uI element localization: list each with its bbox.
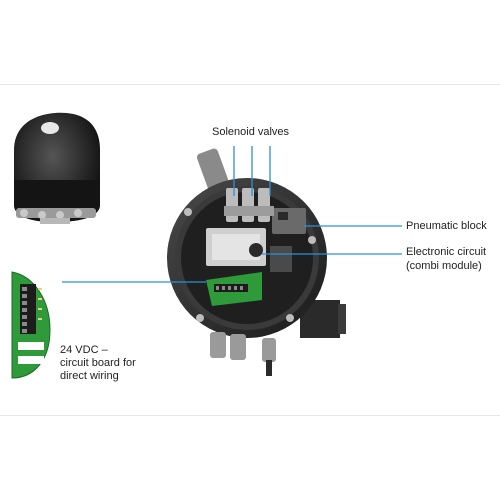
closed-actuator-head-image: [14, 112, 100, 224]
electronic-circuit-label-line1: Electronic circuit: [406, 246, 487, 258]
direct-wiring-circuit-board-image: [11, 271, 51, 379]
pneumatic-block-label: Pneumatic block: [406, 220, 487, 232]
top-divider-line: [0, 84, 500, 85]
bottom-divider-line: [0, 415, 500, 416]
open-actuator-housing-image: [167, 148, 346, 376]
callout-lines: [62, 146, 402, 283]
electronic-circuit-label-line2: (combi module): [406, 260, 482, 272]
circuit-board-label-line3: direct wiring: [60, 370, 119, 382]
circuit-board-label-line2: circuit board for: [60, 357, 136, 369]
solenoid-valves-label: Solenoid valves: [212, 126, 290, 138]
circuit-board-label-line1: 24 VDC –: [60, 344, 108, 356]
